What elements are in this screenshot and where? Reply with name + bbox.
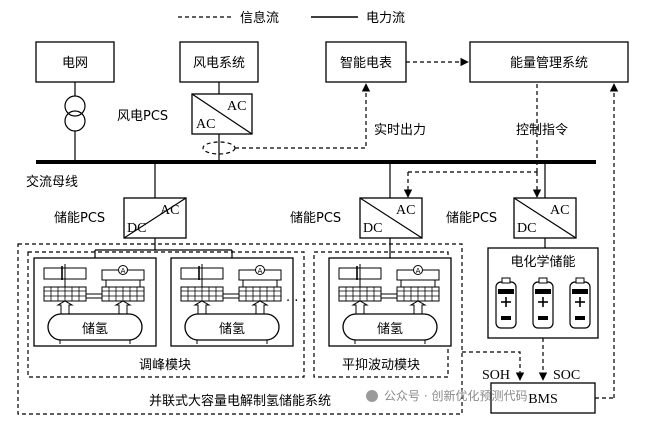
bms-label: BMS <box>528 392 558 407</box>
wind-pcs-ac-bottom: AC <box>196 117 215 132</box>
legend-power-flow: 电力流 <box>366 11 405 26</box>
fluct-to-bms-line <box>462 351 525 381</box>
transformer-coil-top <box>64 95 86 117</box>
wechat-icon <box>366 390 378 402</box>
ems-box <box>469 41 629 83</box>
storage-pcs1-dc: DC <box>127 221 146 236</box>
hydrogen-tank-label: 储氢 <box>219 322 245 337</box>
storage-pcs2-ac: AC <box>396 203 415 218</box>
realtime-output-arrow <box>235 83 371 149</box>
peak-module-boundary <box>27 251 305 378</box>
ac-bus-label: 交流母线 <box>26 174 78 190</box>
hydrogen-tank-label: 储氢 <box>82 322 108 337</box>
storage-pcs2-dc: DC <box>363 221 382 236</box>
battery-icon <box>495 277 517 329</box>
watermark-text: 公众号 · 创新优化预测代码 <box>384 388 527 403</box>
storage-pcs1-ac: AC <box>160 203 179 218</box>
transformer-coil-bottom <box>64 110 86 132</box>
storage-pcs1-diagonal <box>123 197 187 239</box>
wind-pcs-diagonal <box>191 93 253 135</box>
realtime-output-label: 实时出力 <box>374 123 426 138</box>
wind-system-label: 风电系统 <box>193 56 245 71</box>
wind-pcs-ac-top: AC <box>227 99 246 114</box>
legend-info-flow: 信息流 <box>240 10 279 26</box>
storage-pcs2-label: 储能PCS <box>290 211 341 226</box>
battery-icon <box>569 277 591 329</box>
fluct-module-label: 平抑波动模块 <box>342 358 420 373</box>
hydrogen-tank-label: 储氢 <box>377 322 403 337</box>
hydrogen-system-label: 并联式大容量电解制氢储能系统 <box>149 393 331 409</box>
storage-pcs1-label: 储能PCS <box>54 211 105 226</box>
storage-pcs3-dc: DC <box>517 221 536 236</box>
control-cmd-label: 控制指令 <box>516 123 568 138</box>
electrochem-label: 电化学储能 <box>510 254 575 270</box>
soc-label: SOC <box>553 368 580 383</box>
hydrogen-system-boundary <box>17 243 463 415</box>
grid-box <box>35 41 115 83</box>
grid-label: 电网 <box>62 56 88 71</box>
storage-pcs3-diagonal <box>513 197 577 239</box>
storage-pcs3-label: 储能PCS <box>446 211 497 226</box>
storage-pcs2-diagonal <box>359 197 423 239</box>
storage-pcs3-ac: AC <box>550 203 569 218</box>
peak-module-label: 调峰模块 <box>139 358 191 373</box>
wind-pcs-label: 风电PCS <box>117 109 168 124</box>
module-ellipsis: · · · <box>286 294 307 309</box>
battery-icon <box>532 277 554 329</box>
bms-box <box>490 382 596 414</box>
smart-meter-label: 智能电表 <box>340 56 392 71</box>
ems-label: 能量管理系统 <box>510 56 588 71</box>
soh-label: SOH <box>482 368 510 383</box>
